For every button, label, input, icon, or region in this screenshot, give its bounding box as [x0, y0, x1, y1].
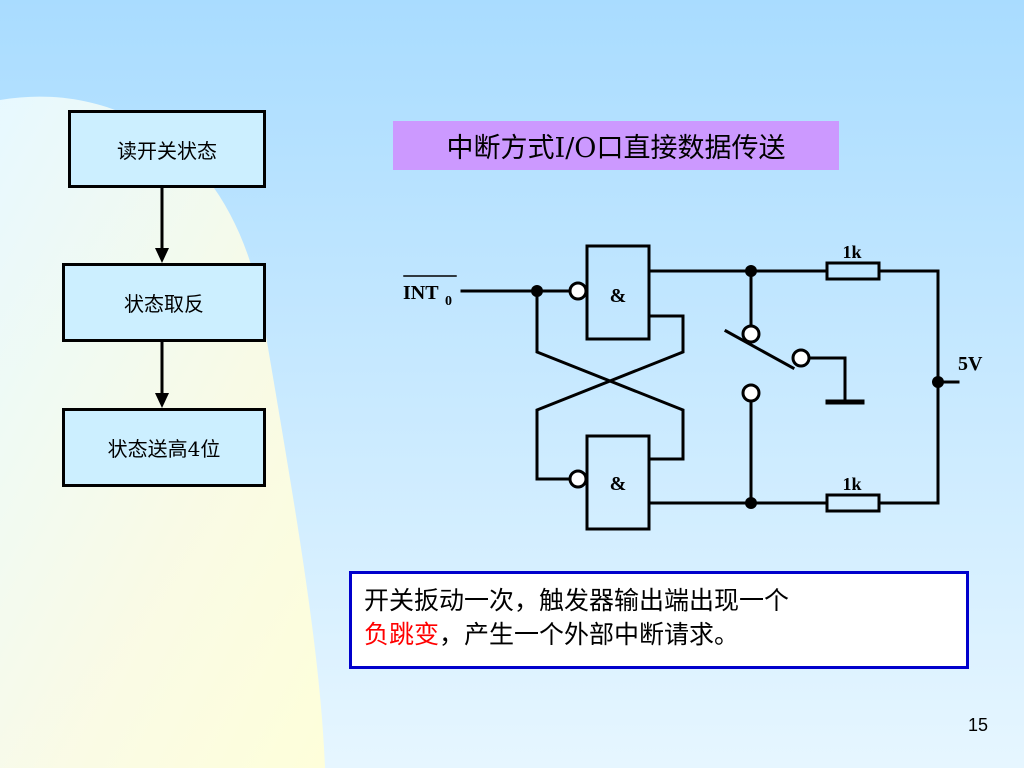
int-label: INT: [403, 282, 439, 304]
switch-contact-common: [791, 348, 811, 368]
resistor-top-label: 1k: [842, 242, 861, 262]
junction-dot: [531, 285, 543, 297]
flow-step-label: 状态送高4位: [107, 437, 221, 461]
switch-contact-upper: [741, 324, 761, 344]
note-box: 开关扳动一次，触发器输出端出现一个 负跳变，产生一个外部中断请求。: [349, 571, 969, 669]
ground-wire: [807, 356, 847, 402]
switch-contact-lower: [741, 383, 761, 403]
junction-dot: [745, 265, 757, 277]
note-highlight: 负跳变: [364, 620, 440, 649]
resistor-bottom-label: 1k: [842, 474, 861, 494]
flow-step-read-switch: 读开关状态: [68, 110, 266, 188]
note-line-2-rest: ，产生一个外部中断请求。: [439, 620, 740, 649]
note-line-2: 负跳变，产生一个外部中断请求。: [364, 618, 954, 652]
inversion-bubble-bottom: [568, 469, 588, 489]
resistor-bottom: [825, 493, 881, 513]
feedback-wire-bottom-to-top: [535, 289, 685, 461]
note-line-1: 开关扳动一次，触发器输出端出现一个: [364, 586, 790, 615]
slide-title-text: 中断方式I/O口直接数据传送: [446, 133, 786, 164]
switch-blade: [723, 328, 796, 371]
page-number: 15: [967, 715, 988, 735]
resistor-top: [825, 261, 881, 281]
supply-label: 5V: [958, 353, 983, 375]
gate-top-symbol: &: [610, 285, 627, 307]
int-subscript: 0: [445, 294, 452, 309]
inversion-bubble-top: [568, 281, 588, 301]
flow-step-invert-state: 状态取反: [62, 263, 266, 342]
gate-bottom-symbol: &: [610, 473, 627, 495]
flow-step-label: 状态取反: [124, 292, 204, 316]
flow-step-send-high-bits: 状态送高4位: [62, 408, 266, 487]
flow-step-label: 读开关状态: [117, 138, 217, 163]
nand-gate-bottom: [585, 434, 651, 531]
junction-dot: [745, 497, 757, 509]
slide-title: 中断方式I/O口直接数据传送: [393, 121, 839, 170]
junction-dot: [932, 376, 944, 388]
